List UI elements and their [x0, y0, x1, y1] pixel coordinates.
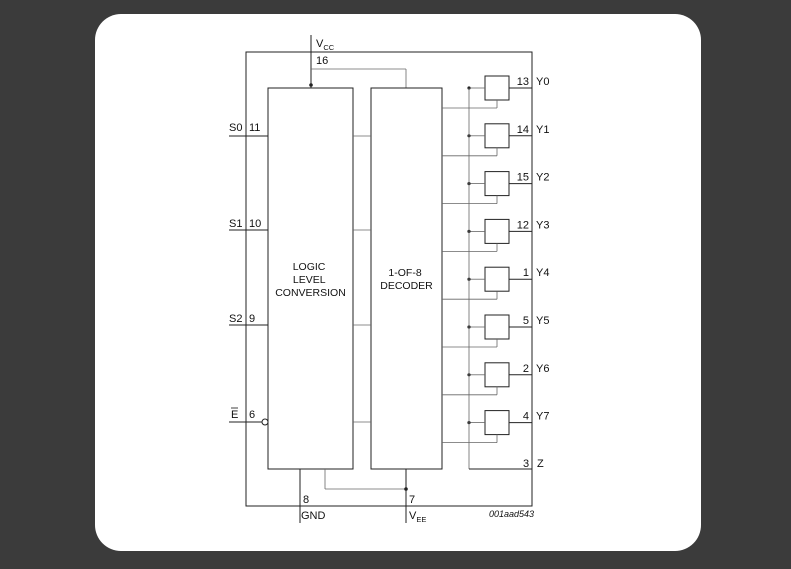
switch-box — [484, 75, 510, 101]
output-label: Y6 — [536, 363, 549, 375]
output-pin-number: 5 — [523, 315, 529, 327]
output-switch-array: 13 Y0 14 Y1 15 Y2 12 Y3 1 Y4 5 Y5 2 Y6 4 Y7 — [442, 75, 549, 444]
output-switch-y2: 15 Y2 — [442, 171, 549, 205]
vcc-junction — [309, 83, 313, 87]
input-s0: S0 11 — [229, 122, 268, 137]
input-s2: S2 9 — [229, 313, 268, 326]
output-label: Y4 — [536, 267, 549, 279]
vee-junction — [404, 487, 408, 491]
svg-text:9: 9 — [249, 313, 255, 325]
block-interconnects — [353, 135, 371, 423]
svg-text:11: 11 — [249, 122, 260, 134]
switch-box — [484, 218, 510, 244]
vcc-pin-number: 16 — [316, 55, 328, 67]
input-enable: E 6 — [229, 407, 269, 426]
output-pin-number: 4 — [523, 411, 529, 423]
output-switch-y0: 13 Y0 — [442, 75, 549, 109]
output-pin-number: 1 — [523, 267, 529, 279]
output-switch-y3: 12 Y3 — [442, 218, 549, 252]
switch-box — [484, 266, 510, 292]
svg-text:6: 6 — [249, 409, 255, 421]
z-label: Z — [537, 458, 544, 470]
svg-text:S2: S2 — [229, 313, 242, 325]
output-switch-y6: 2 Y6 — [442, 362, 549, 396]
output-label: Y1 — [536, 124, 549, 136]
switch-box — [484, 314, 510, 340]
output-label: Y7 — [536, 411, 549, 423]
output-switch-y4: 1 Y4 — [442, 266, 549, 300]
gnd-pin-number: 8 — [303, 494, 309, 506]
svg-text:E: E — [231, 409, 238, 421]
output-pin-number: 15 — [517, 172, 529, 184]
gnd-label: GND — [301, 510, 326, 522]
vee-label: VEE — [409, 510, 426, 524]
output-label: Y3 — [536, 219, 549, 231]
inversion-bubble — [261, 418, 269, 426]
output-label: Y5 — [536, 315, 549, 327]
vee-pin-number: 7 — [409, 494, 415, 506]
switch-box — [484, 123, 510, 149]
switch-box — [484, 171, 510, 197]
drawing-code: 001aad543 — [489, 509, 534, 519]
z-pin-number: 3 — [523, 458, 529, 470]
svg-text:10: 10 — [249, 218, 261, 230]
output-pin-number: 2 — [523, 363, 529, 375]
logic-block-label: LOGIC LEVEL CONVERSION — [275, 261, 346, 299]
output-pin-number: 14 — [517, 124, 529, 136]
output-label: Y0 — [536, 76, 549, 88]
diagram-card — [95, 14, 701, 551]
output-switch-y7: 4 Y7 — [442, 410, 549, 444]
svg-text:S0: S0 — [229, 122, 242, 134]
switch-box — [484, 362, 510, 388]
output-switch-y1: 14 Y1 — [442, 123, 549, 157]
logic-level-conversion-block — [267, 87, 354, 470]
output-pin-number: 12 — [517, 219, 529, 231]
svg-text:S1: S1 — [229, 218, 242, 230]
input-s1: S1 10 — [229, 218, 268, 231]
decoder-block-label: 1-OF-8 DECODER — [380, 267, 433, 292]
output-label: Y2 — [536, 172, 549, 184]
output-switch-y5: 5 Y5 — [442, 314, 549, 348]
switch-box — [484, 410, 510, 436]
vcc-label: VCC — [316, 38, 335, 52]
output-pin-number: 13 — [517, 76, 529, 88]
